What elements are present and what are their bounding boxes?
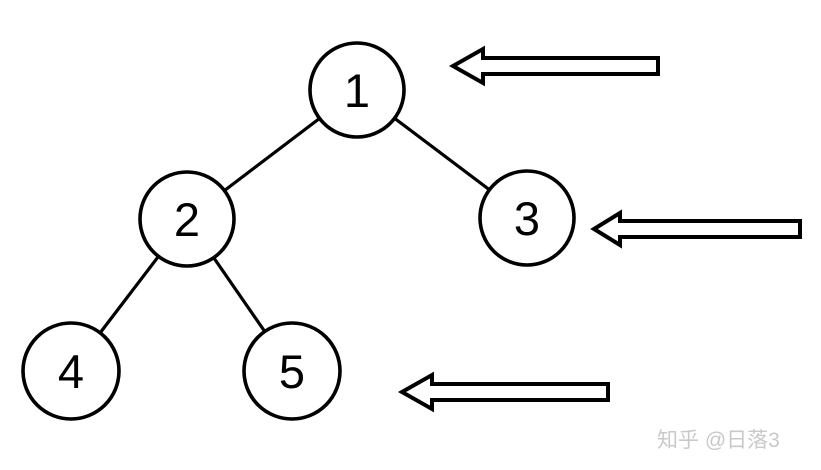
tree-node-1-label: 1 [344,64,370,117]
left-arrow-middle-level [590,209,802,249]
tree-node-2-circle [138,170,236,268]
tree-node-3-circle [478,169,576,267]
tree-node-5-label: 5 [279,345,305,398]
tree-node-2-label: 2 [174,193,200,246]
left-arrow-top-level [448,45,660,87]
tree-node-1-circle [308,41,406,139]
tree-node-3-label: 3 [514,192,540,245]
tree-node-1: 1 [308,41,406,139]
tree-node-4-circle [21,321,121,421]
tree-node-2: 2 [138,170,236,268]
tree-node-4-label: 4 [58,345,84,398]
tree-node-4: 4 [21,321,121,421]
watermark-text: 知乎 @日落3 [657,429,780,452]
tree-node-5-circle [242,321,342,421]
tree-nodes: 1 2 3 4 5 [21,41,576,421]
level-arrows [397,45,802,413]
left-arrow-bottom-level [397,371,610,413]
tree-node-3: 3 [478,169,576,267]
tree-node-5: 5 [242,321,342,421]
